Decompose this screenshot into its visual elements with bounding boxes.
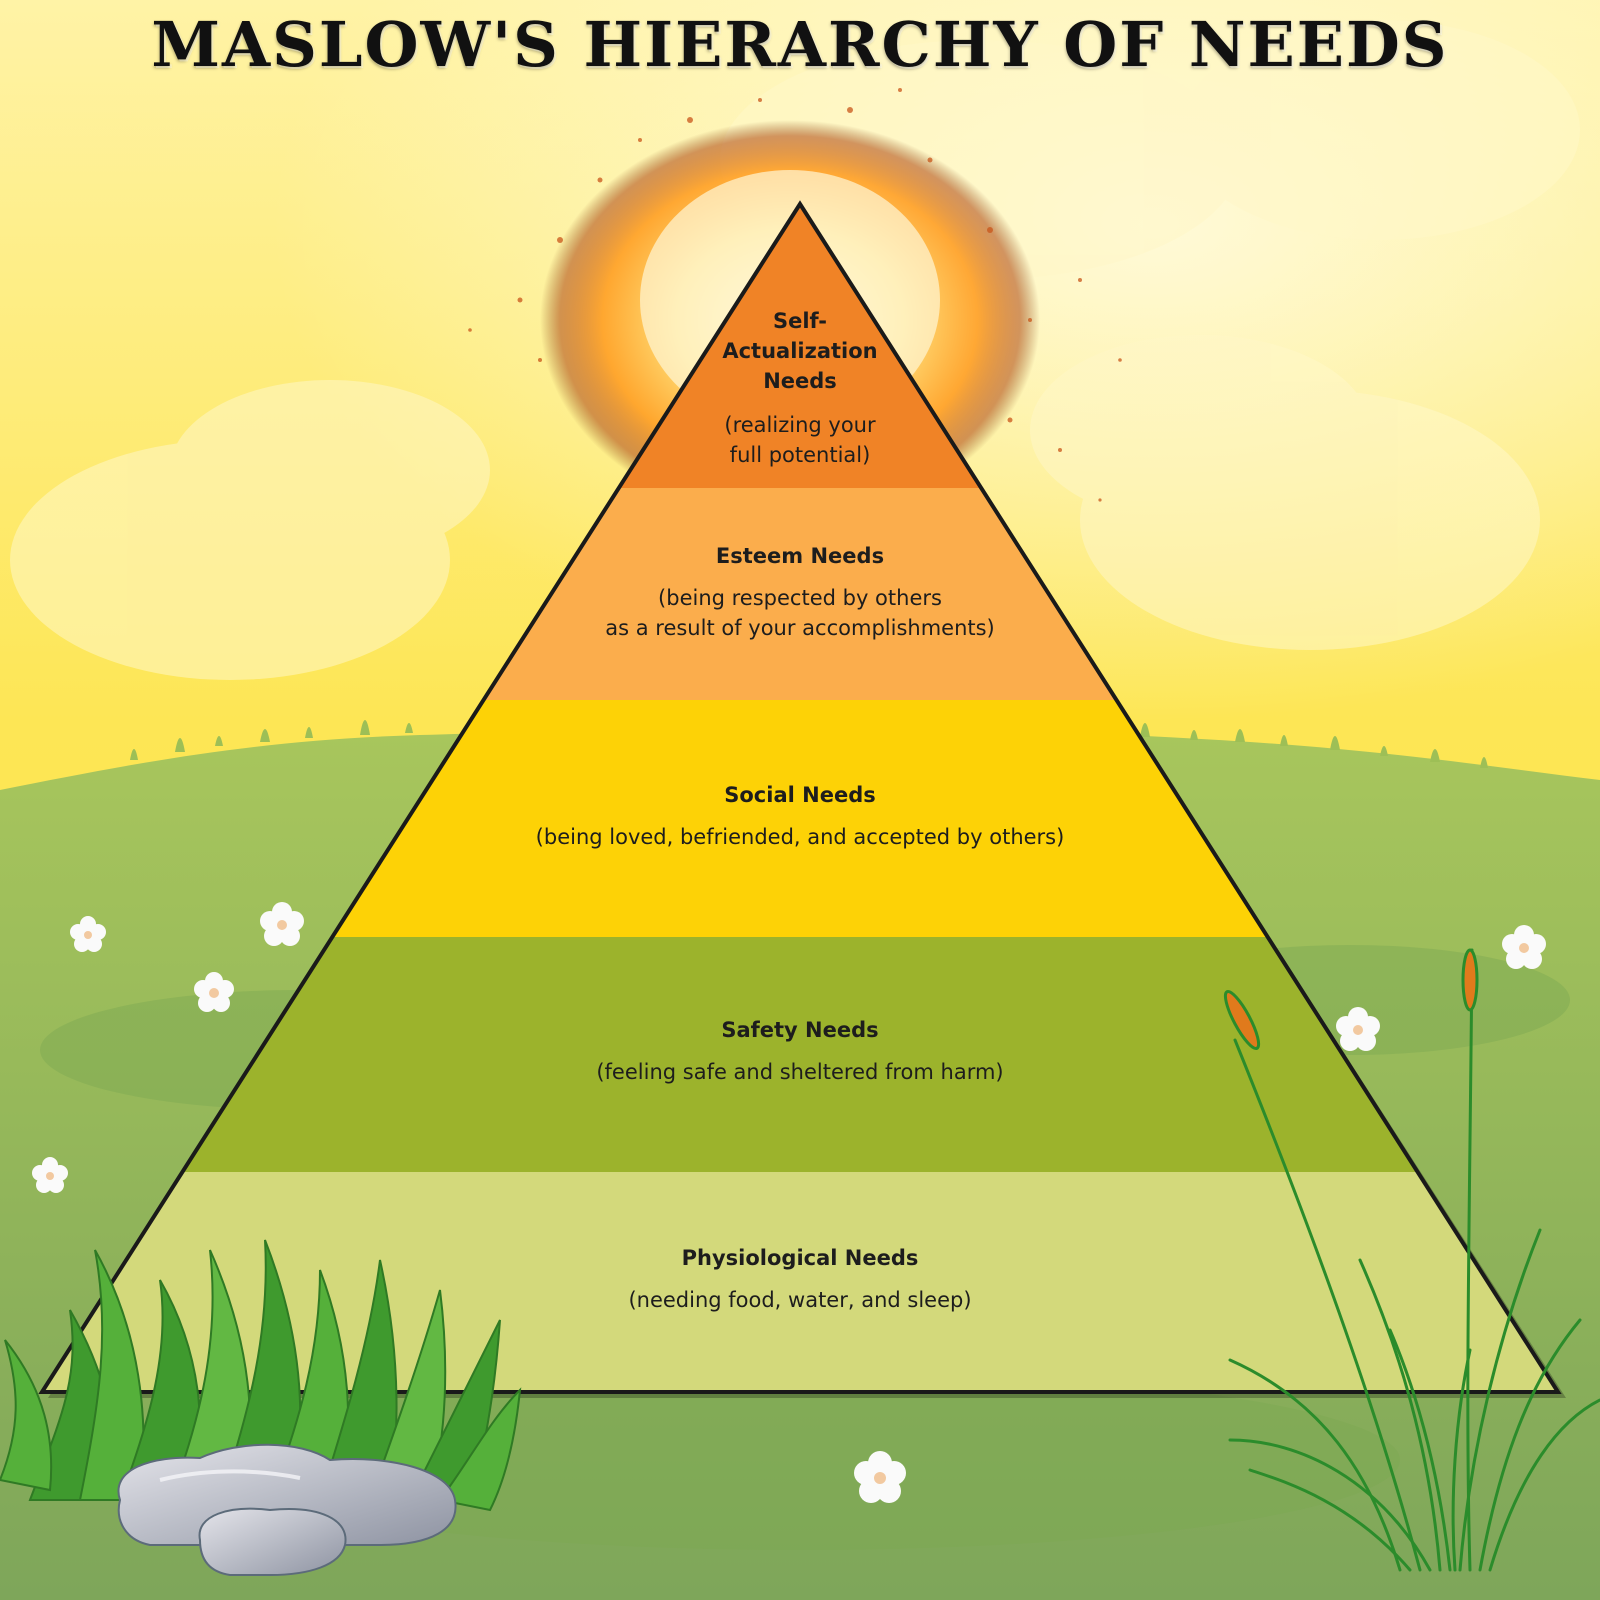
- level-name: Esteem Needs: [715, 544, 885, 568]
- level-safety: Safety Needs (feeling safe and sheltered…: [500, 1015, 1100, 1087]
- cattail-icon: [1223, 948, 1479, 1051]
- level-description: (being respected by others as a result o…: [605, 586, 995, 640]
- pyramid-band-social: [332, 700, 1268, 937]
- flower-icons: [32, 902, 1546, 1503]
- pyramid-band-safety: [182, 937, 1418, 1172]
- reeds-right: [1228, 948, 1600, 1572]
- rock-shape: [117, 1443, 457, 1576]
- level-description: (being loved, befriended, and accepted b…: [535, 825, 1065, 849]
- pyramid-band-physiological: [42, 1172, 1558, 1392]
- level-physiological: Physiological Needs (needing food, water…: [500, 1243, 1100, 1315]
- grass-clump-left: [0, 1239, 522, 1512]
- level-social: Social Needs (being loved, befriended, a…: [500, 780, 1100, 852]
- pyramid-band-self-actualization: [618, 204, 982, 488]
- level-name: Self- Actualization Needs: [722, 309, 878, 393]
- level-name: Safety Needs: [721, 1018, 879, 1042]
- pyramid-band-esteem: [483, 488, 1117, 700]
- level-name: Social Needs: [724, 783, 876, 807]
- pyramid: [42, 204, 1558, 1392]
- level-esteem: Esteem Needs (being respected by others …: [560, 541, 1040, 643]
- level-description: (needing food, water, and sleep): [628, 1288, 972, 1312]
- level-description: (feeling safe and sheltered from harm): [596, 1060, 1004, 1084]
- level-description: (realizing your full potential): [724, 413, 876, 467]
- level-name: Physiological Needs: [681, 1246, 919, 1270]
- page-title: MASLOW'S HIERARCHY OF NEEDS: [151, 8, 1449, 81]
- level-self-actualization: Self- Actualization Needs (realizing you…: [680, 306, 920, 470]
